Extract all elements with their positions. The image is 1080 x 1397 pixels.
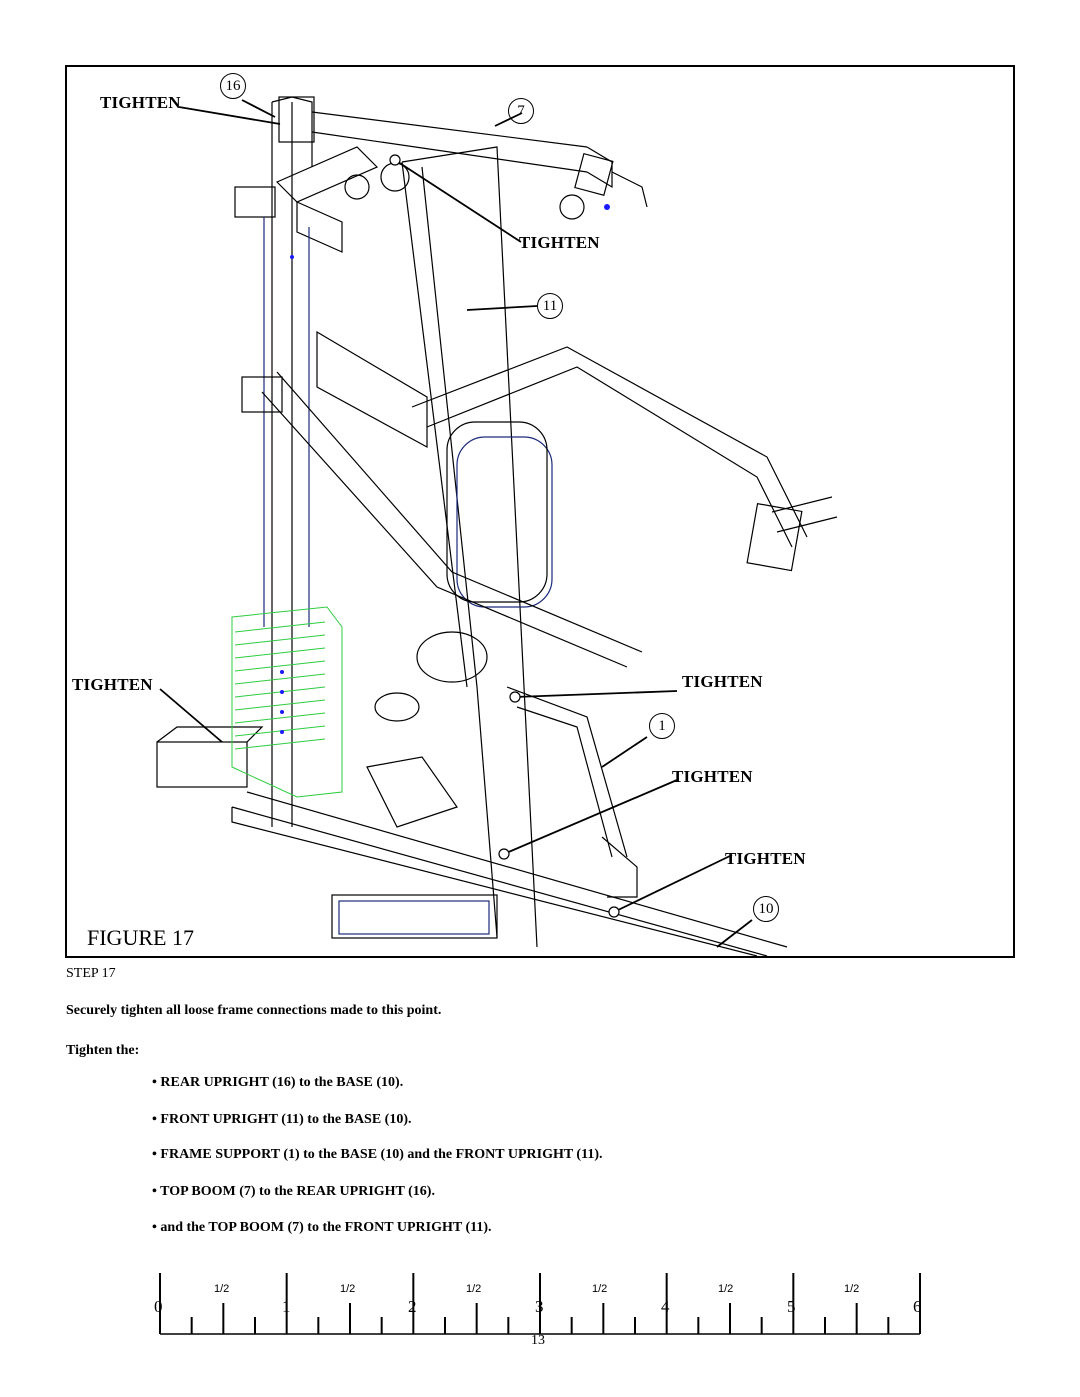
tighten-callout-top-boom-front: TIGHTEN <box>519 233 600 252</box>
gym-machine-illustration <box>156 96 838 956</box>
tighten-intro: Tighten the: <box>66 1043 140 1058</box>
bullet-front-upright: • FRONT UPRIGHT (11) to the BASE (10). <box>152 1112 412 1127</box>
ruler-number-0: 0 <box>154 1297 163 1316</box>
tighten-callout-frame-support-base: TIGHTEN <box>725 849 806 868</box>
tighten-callout-rear-upright: TIGHTEN <box>100 93 181 112</box>
ruler-number-5: 5 <box>787 1297 796 1316</box>
ruler-half-label: 1/2 <box>844 1283 860 1295</box>
bullet-frame-support: • FRAME SUPPORT (1) to the BASE (10) and… <box>152 1147 603 1162</box>
tighten-callout-front-upright-base: TIGHTEN <box>672 767 753 786</box>
step-label: STEP 17 <box>66 966 116 981</box>
ruler-number-2: 2 <box>408 1297 417 1316</box>
ruler-number-3: 3 <box>535 1297 544 1316</box>
part-number-7: 7 <box>508 98 534 124</box>
bullet-top-boom-rear: • TOP BOOM (7) to the REAR UPRIGHT (16). <box>152 1184 435 1199</box>
part-number-11: 11 <box>537 293 563 319</box>
ruler-half-label: 1/2 <box>466 1283 482 1295</box>
ruler-number-1: 1 <box>282 1297 291 1316</box>
bullet-rear-upright: • REAR UPRIGHT (16) to the BASE (10). <box>152 1075 404 1090</box>
instruction-text: Securely tighten all loose frame connect… <box>66 1003 442 1018</box>
ruler-half-label: 1/2 <box>592 1283 608 1295</box>
ruler-number-4: 4 <box>661 1297 670 1316</box>
ruler-number-6: 6 <box>913 1297 922 1316</box>
ruler-half-label: 1/2 <box>340 1283 356 1295</box>
part-number-16: 16 <box>220 73 246 99</box>
tighten-callout-rear-base: TIGHTEN <box>72 675 153 694</box>
bullet-top-boom-front: • and the TOP BOOM (7) to the FRONT UPRI… <box>152 1220 492 1235</box>
part-number-10: 10 <box>753 896 779 922</box>
ruler-half-label: 1/2 <box>718 1283 734 1295</box>
figure-label: FIGURE 17 <box>87 925 194 950</box>
figure-frame: TIGHTEN TIGHTEN TIGHTEN TIGHTEN TIGHTEN … <box>65 65 1015 958</box>
part-number-1: 1 <box>649 713 675 739</box>
ruler-half-label: 1/2 <box>214 1283 230 1295</box>
tighten-callout-frame-support-upper: TIGHTEN <box>682 672 763 691</box>
measurement-ruler <box>159 1273 921 1335</box>
page-number: 13 <box>531 1333 545 1348</box>
